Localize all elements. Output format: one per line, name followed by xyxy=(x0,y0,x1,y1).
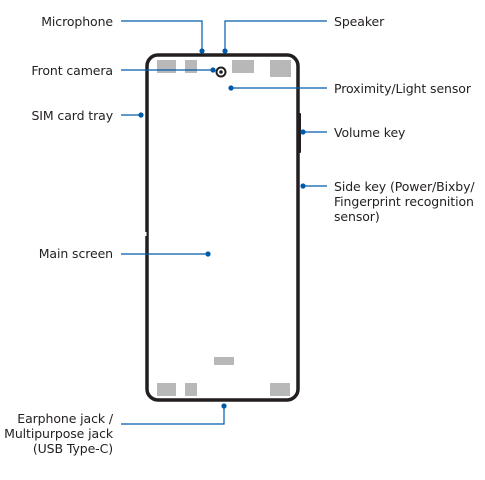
bottom-left-placeholder xyxy=(157,383,176,396)
microphone-label: Microphone xyxy=(41,14,113,29)
proximity-light-sensor-label: Proximity/Light sensor xyxy=(334,81,471,96)
screen-center-placeholder xyxy=(214,357,234,365)
bottom-right-placeholder xyxy=(270,383,290,396)
earphone-jack-leader xyxy=(121,406,225,425)
side-key-dot xyxy=(300,183,306,189)
earphone-jack-label: Earphone jack / Multipurpose jack (USB T… xyxy=(4,411,113,456)
top-center-placeholder xyxy=(185,60,197,73)
front-camera-label: Front camera xyxy=(31,63,113,78)
speaker-leader xyxy=(224,20,327,50)
microphone-leader xyxy=(121,20,203,50)
top-mid-placeholder xyxy=(232,60,254,73)
sim-tray-dot xyxy=(138,112,144,118)
phone-body-outline xyxy=(145,53,300,402)
volume-key-label: Volume key xyxy=(334,125,406,140)
front-camera-lens xyxy=(219,70,223,74)
main-screen-label: Main screen xyxy=(38,246,113,261)
front-camera-dot xyxy=(210,67,216,73)
main-screen-dot xyxy=(205,251,211,257)
top-right-placeholder xyxy=(270,60,291,77)
proximity-sensor-dot xyxy=(228,85,234,91)
bottom-center-placeholder xyxy=(185,383,197,396)
sim-card-tray-label: SIM card tray xyxy=(31,108,113,123)
top-left-placeholder xyxy=(157,60,176,73)
microphone-dot xyxy=(199,48,205,54)
speaker-dot xyxy=(222,48,228,54)
earphone-jack-dot xyxy=(221,403,227,409)
side-key-label: Side key (Power/Bixby/ Fingerprint recog… xyxy=(334,179,475,224)
speaker-label: Speaker xyxy=(334,14,385,29)
volume-key-dot xyxy=(300,129,306,135)
